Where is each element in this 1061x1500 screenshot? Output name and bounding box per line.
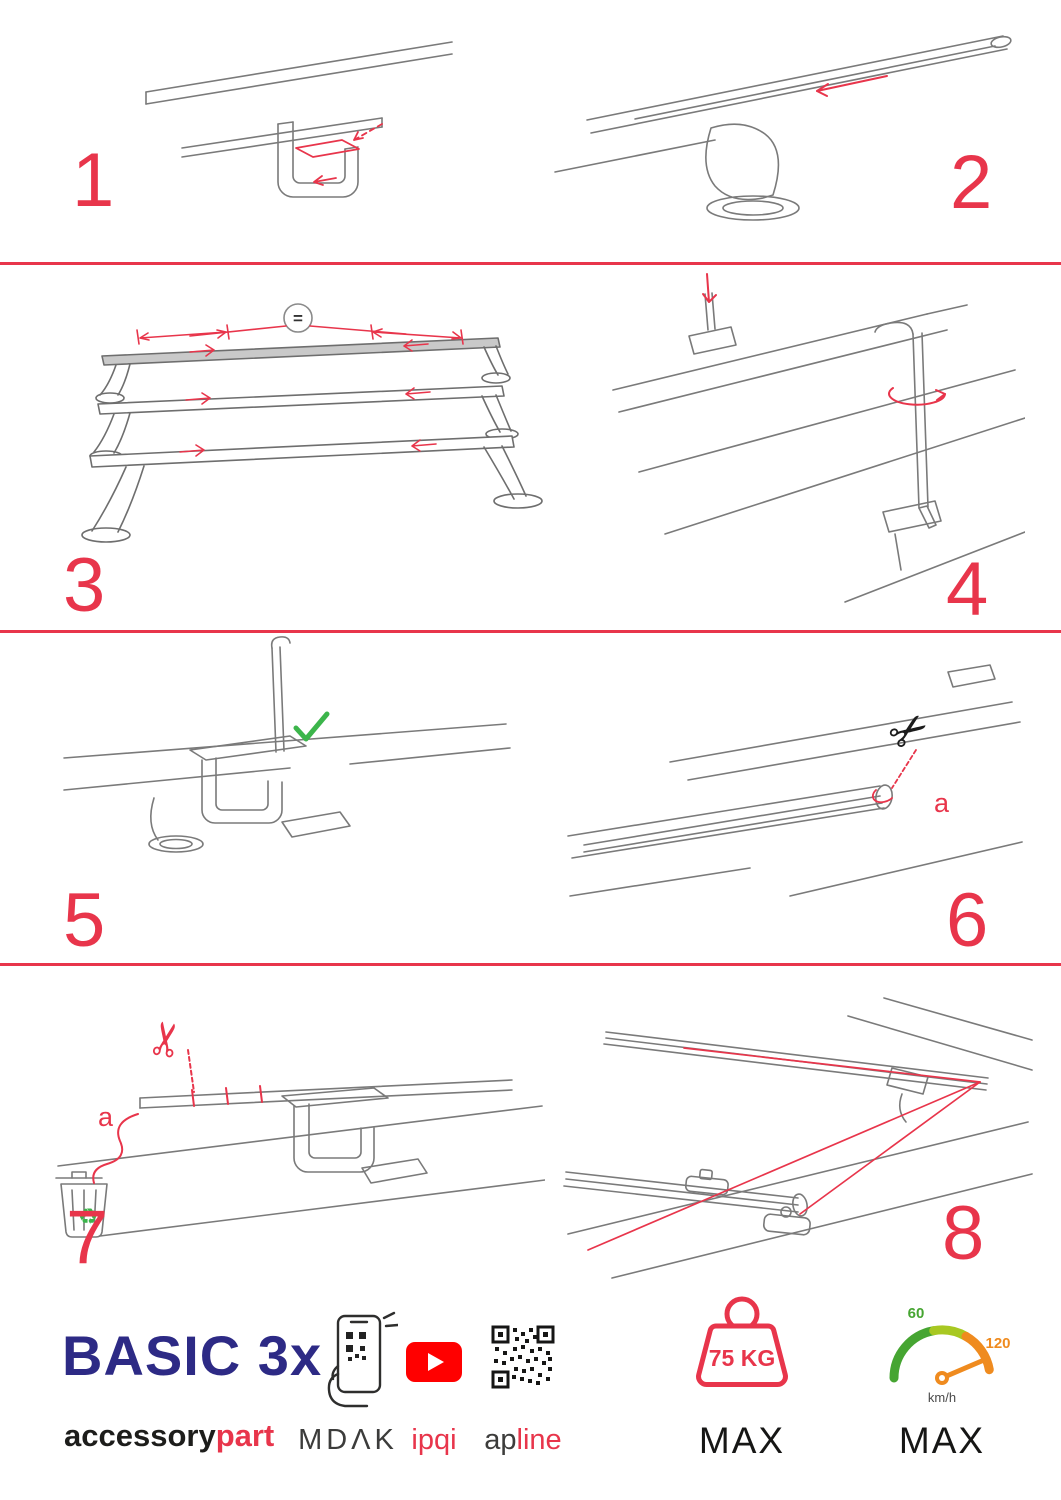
step-4-illustration [612,273,1025,603]
partner-apline: apline [478,1426,568,1455]
speed-low-label: 60 [908,1305,925,1322]
step-5-number: 5 [63,878,106,963]
step-6-number: 6 [946,878,989,963]
phone-qr-scan-icon [327,1311,398,1408]
section-divider-2 [0,630,1061,633]
step-6-illustration: ✂ a [567,664,1023,897]
step-5-linework [63,636,511,853]
partner-mdak: MDΛK [298,1424,398,1456]
step-6-cut-marks [871,749,917,804]
step-8-number: 8 [942,1191,985,1276]
product-name: BASIC 3x [62,1324,323,1387]
step-2-linework [554,35,1012,221]
apline-line-text: line [516,1424,562,1456]
scissors-icon: ✂ [878,699,939,764]
step-1-number: 1 [72,138,115,223]
scissors-icon: ✂ [137,1016,195,1063]
step-1-illustration [145,41,453,198]
weight-value-label: 75 KG [709,1345,775,1371]
step-3-illustration: = [81,303,543,543]
speed-high-label: 120 [985,1335,1010,1352]
speedometer-icon: 60 120 km/h [889,1305,1011,1405]
step-8-alignment-lines [587,1047,981,1251]
brand-wordmark: accessorypart [64,1420,274,1451]
equal-spacing-label: = [293,309,303,328]
step-2-illustration [554,35,1012,221]
weight-max-label: MAX [698,1420,786,1461]
recycle-icon: ♻ [78,1204,98,1229]
step-4-linework [612,292,1025,603]
step-1-highlight-pad [295,123,383,186]
partner-ipqi: ipqi [411,1424,457,1456]
apline-ap-text: ap [484,1424,517,1456]
youtube-icon [406,1342,462,1382]
step-4-number: 4 [946,547,989,632]
step-7-illustration: ✂ a ♻ [55,1016,545,1238]
step-6-linework [567,664,1023,897]
step-7-cut-marks [92,1049,263,1184]
speed-unit-label: km/h [928,1390,956,1405]
brand-part-text: part [215,1418,275,1453]
step-5-illustration [63,636,511,853]
checkmark-icon [293,711,330,742]
step-4-action-arrows [702,273,946,406]
speed-max-label: MAX [898,1420,986,1461]
step-2-number: 2 [950,140,993,225]
qr-code-icon [491,1325,555,1389]
step-7-linework [55,1079,545,1238]
part-a-label: a [934,788,950,818]
step-1-linework [145,41,453,198]
step-7-number: 7 [66,1195,109,1280]
step-3-dimension-marks [136,324,464,457]
section-divider-3 [0,963,1061,966]
step-2-slide-arrow [816,75,888,97]
section-divider-1 [0,262,1061,265]
brand-accessory-text: accessory [64,1418,216,1453]
step-3-rack-linework [81,303,543,543]
step-3-number: 3 [63,543,106,628]
step-8-illustration [563,997,1033,1279]
max-weight-icon: 75 KG [696,1296,788,1387]
part-a-label: a [98,1102,114,1132]
